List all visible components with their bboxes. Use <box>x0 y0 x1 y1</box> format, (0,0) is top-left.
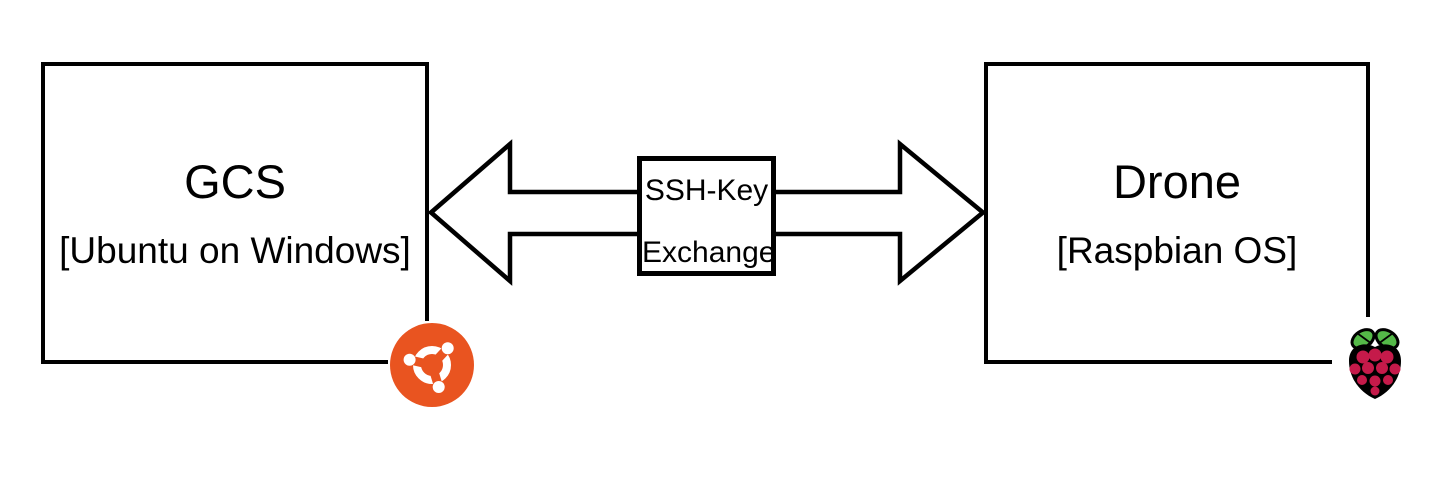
connector-label-line2: Exchange <box>642 236 776 269</box>
ubuntu-circle-of-friends <box>390 323 474 407</box>
connector-label-line1: SSH-Key <box>644 174 769 207</box>
drone-subtitle: [Raspbian OS] <box>1056 230 1298 271</box>
connector-label-box: SSH-Key Exchange <box>637 156 776 276</box>
gcs-subtitle: [Ubuntu on Windows] <box>59 230 411 271</box>
gcs-node-box: GCS [Ubuntu on Windows] <box>41 62 429 364</box>
ubuntu-logo-icon <box>388 321 476 409</box>
raspberry-pi-logo-icon <box>1332 317 1414 407</box>
drone-node-box: Drone [Raspbian OS] <box>984 62 1370 364</box>
drone-title: Drone <box>1112 155 1241 208</box>
raspberry-pi-logo-drawing <box>1349 328 1401 399</box>
gcs-title: GCS <box>184 155 286 208</box>
